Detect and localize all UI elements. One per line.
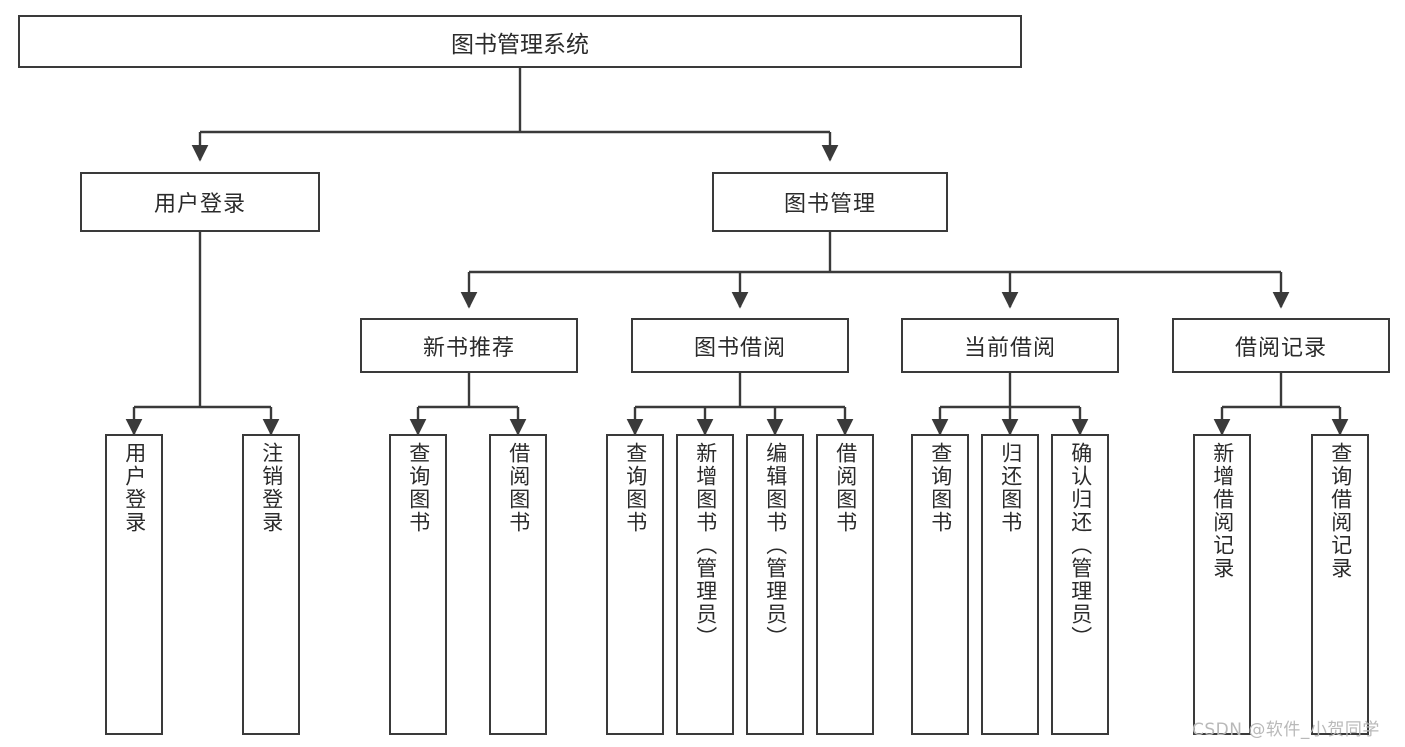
leaf-add-borrow-record[interactable]: 新增借阅记录 [1193, 434, 1251, 735]
node-current-borrow[interactable]: 当前借阅 [901, 318, 1119, 373]
node-root-system[interactable]: 图书管理系统 [18, 15, 1022, 68]
node-borrow-record[interactable]: 借阅记录 [1172, 318, 1390, 373]
node-label: 归还图书 [998, 442, 1023, 534]
leaf-query-borrow-record[interactable]: 查询借阅记录 [1311, 434, 1369, 735]
node-label: 新书推荐 [422, 335, 515, 361]
leaf-confirm-return-admin[interactable]: 确认归还（管理员） [1051, 434, 1109, 735]
node-label: 新增图书（管理员） [693, 442, 718, 649]
node-label: 借阅记录 [1234, 335, 1327, 361]
node-label: 用户登录 [122, 442, 147, 534]
leaf-logout[interactable]: 注销登录 [242, 434, 300, 735]
leaf-query-book-recommend[interactable]: 查询图书 [389, 434, 447, 735]
node-new-book-recommend[interactable]: 新书推荐 [360, 318, 578, 373]
node-label: 当前借阅 [963, 335, 1056, 361]
node-label: 查询图书 [406, 442, 431, 534]
node-label: 编辑图书（管理员） [763, 442, 788, 649]
node-label: 查询图书 [623, 442, 648, 534]
node-label: 用户登录 [153, 192, 246, 217]
leaf-edit-book-admin[interactable]: 编辑图书（管理员） [746, 434, 804, 735]
watermark: CSDN @软件_小贺同学 [1192, 720, 1380, 740]
node-label: 查询借阅记录 [1328, 442, 1353, 580]
node-book-management[interactable]: 图书管理 [712, 172, 948, 232]
node-book-borrow[interactable]: 图书借阅 [631, 318, 849, 373]
node-label: 查询图书 [928, 442, 953, 534]
leaf-user-login[interactable]: 用户登录 [105, 434, 163, 735]
node-label: 借阅图书 [506, 442, 531, 534]
leaf-add-book-admin[interactable]: 新增图书（管理员） [676, 434, 734, 735]
node-label: 注销登录 [259, 442, 284, 534]
node-label: 确认归还（管理员） [1068, 442, 1093, 649]
leaf-return-book[interactable]: 归还图书 [981, 434, 1039, 735]
leaf-borrow-book[interactable]: 借阅图书 [816, 434, 874, 735]
node-label: 图书借阅 [693, 335, 786, 361]
node-label: 借阅图书 [833, 442, 858, 534]
node-label: 图书管理系统 [451, 31, 589, 58]
leaf-query-book-current[interactable]: 查询图书 [911, 434, 969, 735]
leaf-borrow-book-recommend[interactable]: 借阅图书 [489, 434, 547, 735]
leaf-query-book-borrow[interactable]: 查询图书 [606, 434, 664, 735]
node-label: 图书管理 [783, 192, 876, 217]
node-user-login[interactable]: 用户登录 [80, 172, 320, 232]
node-label: 新增借阅记录 [1210, 442, 1235, 580]
